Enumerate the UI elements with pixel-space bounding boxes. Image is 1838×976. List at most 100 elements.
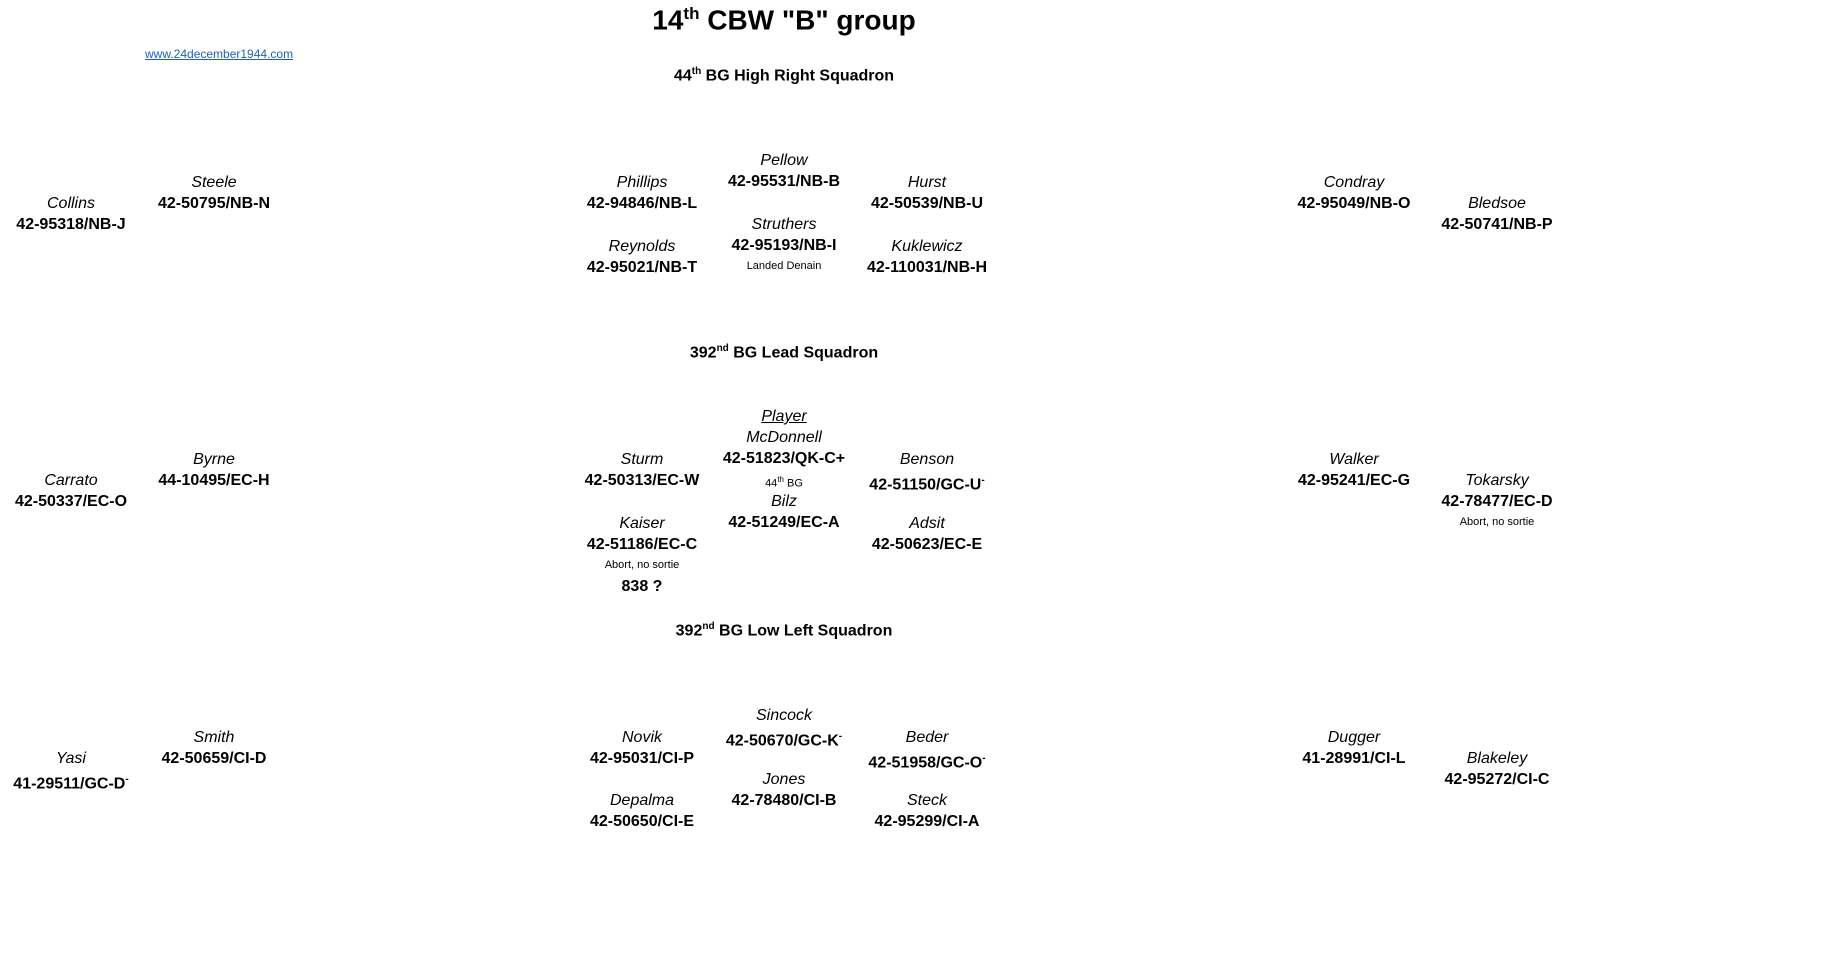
aircraft-center-second: Struthers 42-95193/NB-I Landed Denain [674,214,894,277]
aircraft-right-wing: Benson 42-51150/GC-U- [817,449,1037,495]
pilot-name: Collins [46,195,95,212]
pilot-name: Kuklewicz [891,238,963,255]
aircraft-right: Condray 42-95049/NB-O [1244,172,1464,214]
aircraft-left: Smith 42-50659/CI-D [104,727,324,769]
aircraft-serial: 42-95272/CI-C [1444,771,1550,788]
aircraft-note: 44th BG [765,475,803,490]
pilot-name: Pellow [760,152,808,169]
aircraft-serial: 42-51823/QK-C+ [722,450,846,467]
aircraft-serial: 42-110031/NB-H [866,259,988,276]
aircraft-right-second: Steck 42-95299/CI-A [817,790,1037,832]
aircraft-serial: 42-50795/NB-N [157,195,271,212]
aircraft-serial: 42-50741/NB-P [1441,216,1553,233]
pilot-name: Dugger [1327,729,1381,746]
aircraft-serial: 41-28991/CI-L [1302,750,1406,767]
pilot-name: Steck [906,792,947,809]
aircraft-serial: 42-51249/EC-A [728,514,840,531]
pilot-name: Blakeley [1466,750,1528,767]
aircraft-serial: 42-78477/EC-D [1441,493,1553,510]
aircraft-lead: Player McDonnell 42-51823/QK-C+ 44th BG [674,406,894,495]
aircraft-serial: 42-51150/GC-U- [869,475,985,494]
aircraft-serial: 42-50650/CI-E [589,813,695,830]
aircraft-serial: 42-50623/EC-E [871,536,983,553]
aircraft-far-left: Yasi 41-29511/GC-D- [0,748,181,794]
pilot-name: Bledsoe [1468,195,1526,212]
aircraft-left-second: Depalma 42-50650/CI-E [532,790,752,832]
website-link[interactable]: www.24december1944.com [145,47,294,61]
aircraft-lead: Sincock 42-50670/GC-K- [674,705,894,751]
aircraft-note: Abort, no sortie [1459,516,1535,528]
aircraft-extra-number: 838 ? [621,578,663,595]
aircraft-left: Steele 42-50795/NB-N [104,172,324,214]
aircraft-serial: 42-95031/CI-P [589,750,695,767]
aircraft-left: Byrne 44-10495/EC-H [104,449,324,491]
aircraft-serial: 42-95193/NB-I [731,237,837,254]
pilot-name: Phillips [616,174,668,191]
pilot-name: Sturm [620,451,664,468]
pilot-name: Smith [193,729,235,746]
pilot-name: Sincock [755,707,813,724]
pilot-name: Adsit [909,515,945,532]
pilot-name: McDonnell [746,429,822,446]
pilot-name: Hurst [907,174,947,191]
aircraft-serial: 42-51186/EC-C [586,536,698,553]
aircraft-serial: 42-95318/NB-J [16,216,126,233]
pilot-name: Byrne [193,451,235,468]
squadron-heading-low-left: 392nd BG Low Left Squadron [675,621,893,640]
aircraft-right-second: Kuklewicz 42-110031/NB-H [817,236,1037,278]
aircraft-serial: 42-78480/CI-B [731,792,837,809]
aircraft-serial: 42-95241/EC-G [1297,472,1411,489]
aircraft-left-second: Reynolds 42-95021/NB-T [532,236,752,278]
squadron-heading-high-right: 44th BG High Right Squadron [673,66,895,85]
aircraft-right: Walker 42-95241/EC-G [1244,449,1464,491]
aircraft-center-second: Jones 42-78480/CI-B [674,769,894,811]
aircraft-note: Landed Denain [746,260,822,272]
pilot-name: Tokarsky [1465,472,1529,489]
aircraft-left-second: Kaiser 42-51186/EC-C Abort, no sortie 83… [532,513,752,597]
aircraft-note: Abort, no sortie [604,559,680,571]
aircraft-serial: 41-29511/GC-D- [13,774,129,793]
pilot-name: Condray [1323,174,1385,191]
aircraft-right-wing: Beder 42-51958/GC-O- [817,727,1037,773]
aircraft-serial: 42-50539/NB-U [870,195,984,212]
aircraft-far-right: Bledsoe 42-50741/NB-P [1387,193,1607,235]
aircraft-serial: 42-95021/NB-T [586,259,698,276]
aircraft-right-wing: Hurst 42-50539/NB-U [817,172,1037,214]
pilot-name: Steele [191,174,237,191]
aircraft-far-left: Collins 42-95318/NB-J [0,193,181,235]
pilot-name: Jones [762,771,806,788]
pilot-name: Depalma [609,792,675,809]
aircraft-serial: 42-95299/CI-A [874,813,980,830]
pilot-name: Benson [899,451,955,468]
aircraft-left-wing: Novik 42-95031/CI-P [532,727,752,769]
aircraft-serial: 42-94846/NB-L [586,195,698,212]
aircraft-right-second: Adsit 42-50623/EC-E [817,513,1037,555]
pilot-name-primary: Player [761,408,807,425]
aircraft-far-right: Blakeley 42-95272/CI-C [1387,748,1607,790]
aircraft-serial: 42-50659/CI-D [161,750,267,767]
aircraft-far-left: Carrato 42-50337/EC-O [0,470,181,512]
aircraft-center-second: Bilz 42-51249/EC-A [674,491,894,533]
aircraft-serial: 42-95531/NB-B [727,173,841,190]
aircraft-right: Dugger 41-28991/CI-L [1244,727,1464,769]
aircraft-serial: 42-50313/EC-W [584,472,700,489]
pilot-name: Walker [1329,451,1379,468]
aircraft-serial: 42-50670/GC-K- [725,731,843,750]
pilot-name: Reynolds [608,238,676,255]
aircraft-serial: 42-50337/EC-O [14,493,128,510]
squadron-heading-lead: 392nd BG Lead Squadron [689,343,879,362]
pilot-name: Yasi [56,750,86,767]
aircraft-serial: 44-10495/EC-H [158,472,270,489]
aircraft-serial: 42-95049/NB-O [1297,195,1411,212]
aircraft-far-right: Tokarsky 42-78477/EC-D Abort, no sortie [1387,470,1607,533]
pilot-name: Kaiser [619,515,665,532]
pilot-name: Novik [621,729,662,746]
pilot-name: Bilz [771,493,797,510]
pilot-name: Struthers [751,216,817,233]
page-title: 14th CBW "B" group [652,4,916,36]
aircraft-left-wing: Sturm 42-50313/EC-W [532,449,752,491]
pilot-name: Carrato [44,472,98,489]
aircraft-left-wing: Phillips 42-94846/NB-L [532,172,752,214]
aircraft-lead: Pellow 42-95531/NB-B [674,150,894,192]
pilot-name: Beder [905,729,949,746]
